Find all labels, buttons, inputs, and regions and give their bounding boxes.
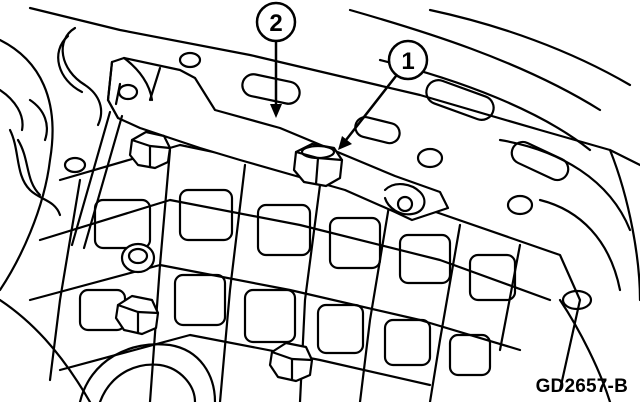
bolt bbox=[114, 294, 160, 336]
bolt bbox=[128, 130, 172, 170]
bolt bbox=[268, 341, 314, 383]
left-cable bbox=[0, 26, 103, 217]
detent-spring-bolt bbox=[292, 142, 344, 188]
valve-body-grid bbox=[28, 143, 582, 402]
callout-2-label: 2 bbox=[269, 10, 282, 37]
lower-boss bbox=[78, 343, 217, 402]
callout-1-label: 1 bbox=[401, 48, 414, 75]
detent-lever bbox=[70, 56, 450, 250]
callout-1 bbox=[338, 39, 429, 150]
figure-code: GD2657-B bbox=[535, 376, 628, 397]
slot-features bbox=[178, 51, 593, 311]
callout-2 bbox=[255, 1, 297, 118]
plug bbox=[120, 242, 156, 274]
bolts bbox=[114, 130, 344, 383]
